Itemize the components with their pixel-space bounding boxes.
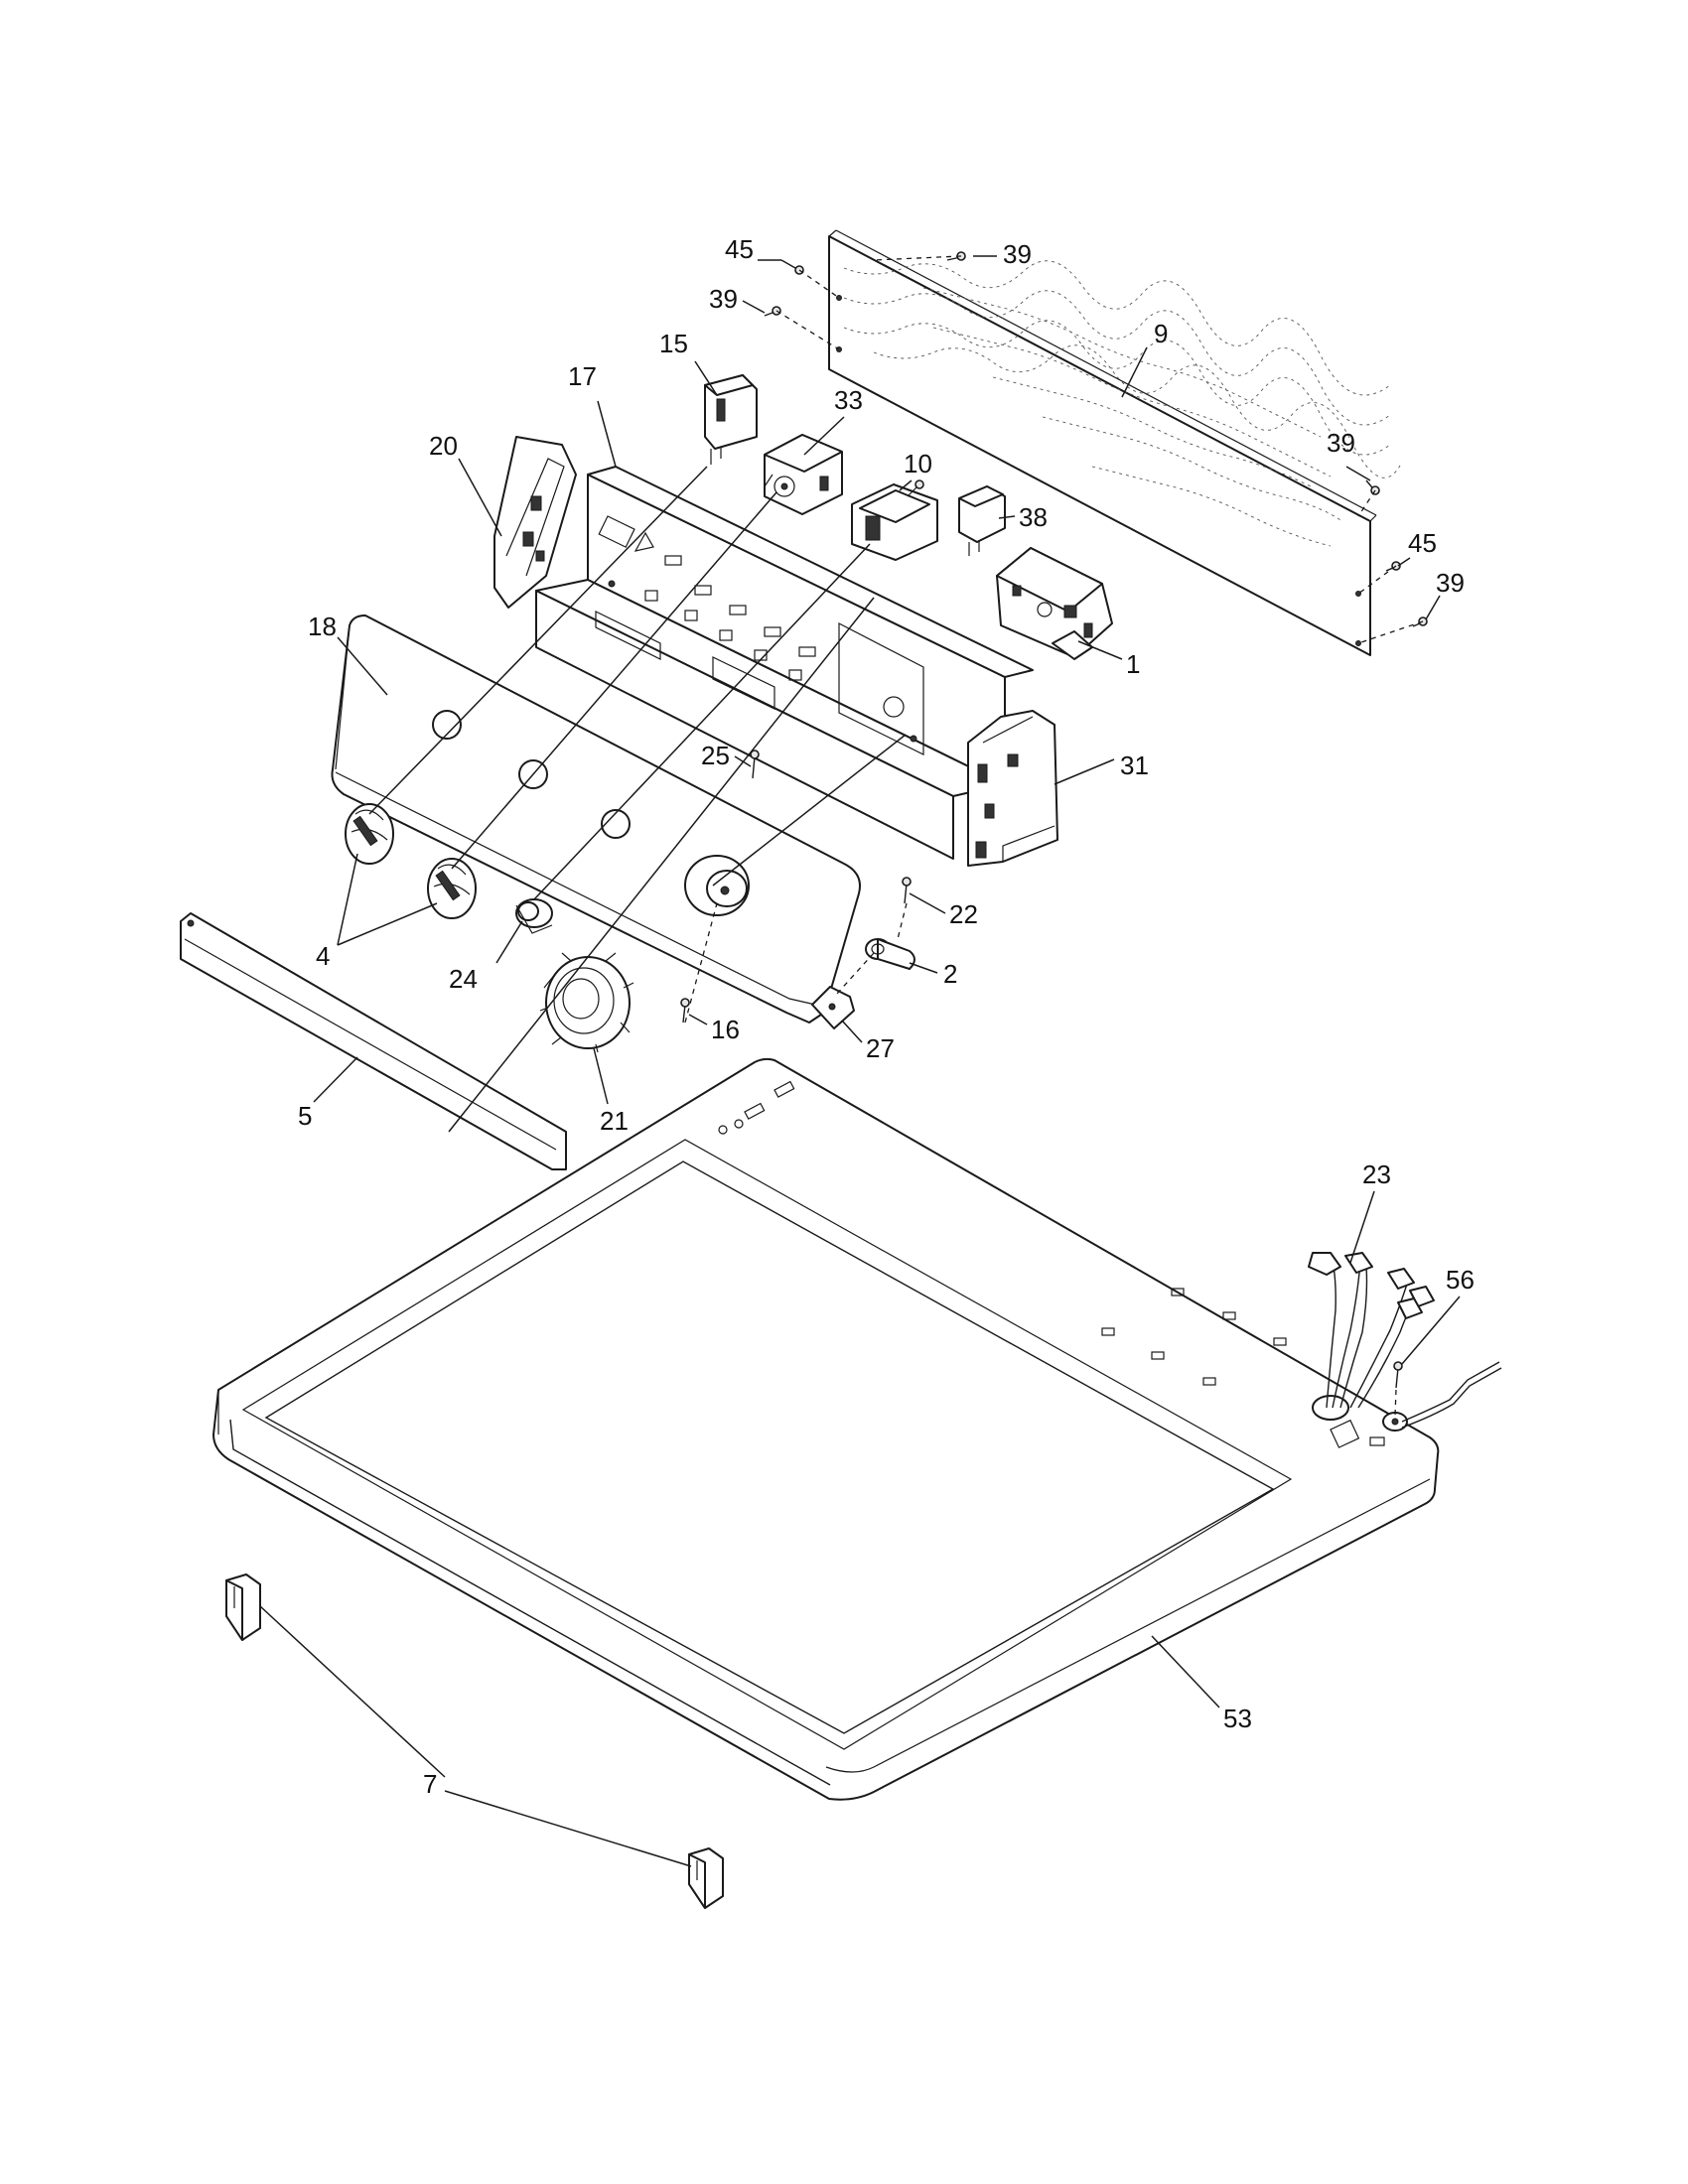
screw-part-56 — [1393, 1361, 1502, 1429]
callout-22: 22 — [949, 899, 978, 929]
screw-part-16 — [680, 998, 690, 1024]
screw-part-22 — [902, 877, 912, 904]
callout-45-b: 45 — [1408, 528, 1437, 558]
callout-17: 17 — [568, 361, 597, 391]
callout-33: 33 — [834, 385, 863, 415]
switch-part-15 — [704, 374, 758, 465]
clip-part-7-left — [225, 1573, 261, 1641]
knob-part-4-right — [427, 858, 477, 919]
control-panel-part-17 — [535, 466, 1034, 860]
callout-39-d: 39 — [1436, 568, 1465, 598]
end-cap-part-31 — [967, 710, 1058, 867]
leader-lines — [259, 255, 1461, 1867]
callout-10: 10 — [904, 449, 932, 478]
callout-39-b: 39 — [709, 284, 738, 314]
callout-5: 5 — [298, 1101, 312, 1131]
screw-part-45-right — [1385, 561, 1401, 572]
screw-part-25 — [750, 750, 760, 779]
callout-7: 7 — [423, 1769, 437, 1799]
callout-labels: 45 39 39 9 15 17 33 10 20 38 39 45 39 18… — [298, 234, 1475, 1799]
callout-53: 53 — [1223, 1704, 1252, 1733]
screw-part-45-top — [780, 259, 804, 275]
callout-1: 1 — [1126, 649, 1140, 679]
callout-20: 20 — [429, 431, 458, 461]
knob-part-21 — [539, 952, 634, 1053]
callout-45-a: 45 — [725, 234, 754, 264]
control-board-part-1 — [996, 547, 1113, 660]
callout-2: 2 — [943, 959, 957, 989]
callout-23: 23 — [1362, 1160, 1391, 1189]
callout-38: 38 — [1019, 502, 1048, 532]
bushing-part-2 — [865, 938, 915, 970]
screw-part-39-right-1 — [1365, 479, 1380, 495]
knob-part-4-left — [345, 803, 394, 865]
switch-part-38 — [958, 485, 1006, 556]
bracket-part-27 — [811, 986, 855, 1029]
callout-16: 16 — [711, 1015, 740, 1044]
callout-15: 15 — [659, 329, 688, 358]
callout-56: 56 — [1446, 1265, 1475, 1295]
callout-4: 4 — [316, 941, 330, 971]
rear-panel-part-9 — [828, 229, 1401, 656]
timer-part-33 — [764, 434, 843, 515]
callout-27: 27 — [866, 1033, 895, 1063]
top-cover-part-53 — [212, 1057, 1440, 1801]
callout-24: 24 — [449, 964, 478, 994]
callout-9: 9 — [1154, 319, 1168, 348]
callout-25: 25 — [701, 741, 730, 770]
callout-39-a: 39 — [1003, 239, 1032, 269]
button-part-24 — [515, 898, 553, 934]
trim-strip-part-5 — [180, 912, 567, 1170]
clip-part-7-right — [688, 1847, 724, 1909]
end-cap-part-20 — [493, 436, 577, 609]
selector-switch-part-10 — [851, 479, 938, 561]
callout-21: 21 — [600, 1106, 629, 1136]
callout-31: 31 — [1120, 751, 1149, 780]
callout-39-c: 39 — [1327, 428, 1355, 458]
screw-part-39-left — [764, 306, 781, 317]
callout-18: 18 — [308, 612, 337, 641]
